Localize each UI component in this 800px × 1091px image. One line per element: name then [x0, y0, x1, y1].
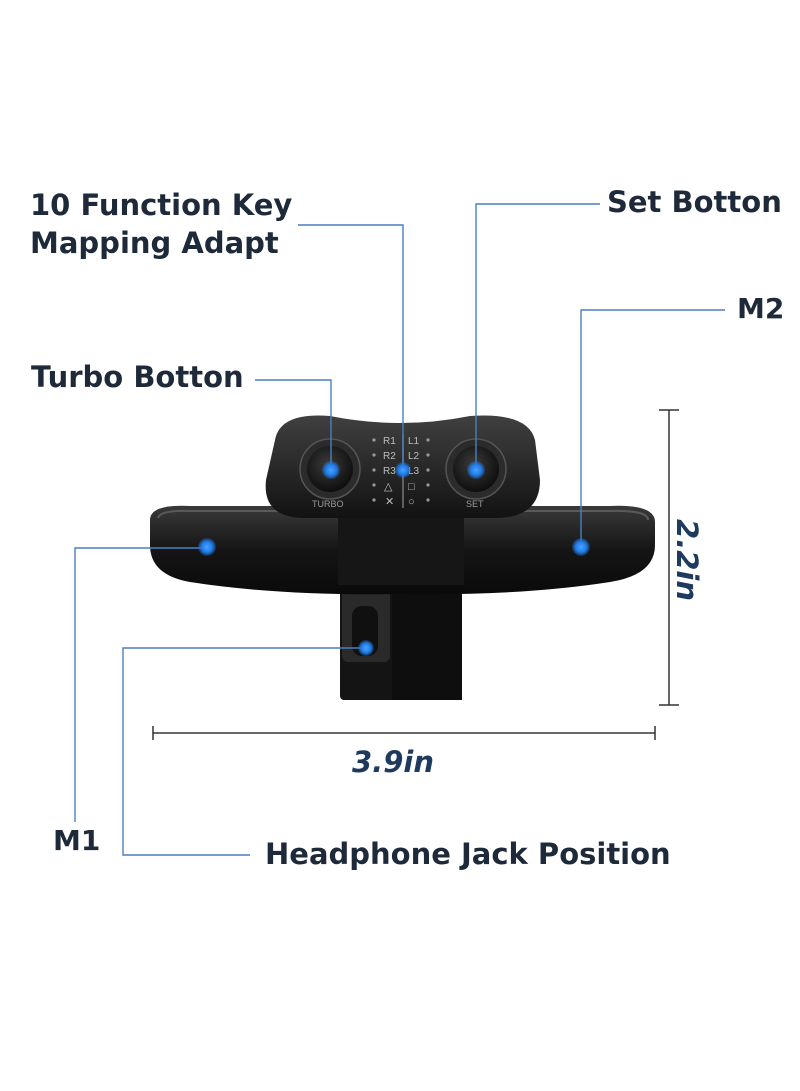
key-label-r2: R2 [383, 451, 396, 462]
width-label: 3.9in [352, 745, 434, 779]
function-key-line-2: Mapping Adapt [30, 226, 279, 260]
m2-label: M2 [737, 292, 785, 325]
circle-icon: ○ [408, 496, 415, 508]
dot-m2 [572, 538, 590, 556]
height-label: 2.2in [670, 519, 704, 601]
leader-turbo [255, 379, 332, 470]
turbo-text: TURBO [312, 499, 344, 509]
dot-m1 [198, 538, 216, 556]
dot-turbo [322, 461, 340, 479]
leader-m2 [580, 309, 725, 547]
dot-headphone [358, 640, 374, 656]
key-label-l2: L2 [408, 451, 420, 462]
leader-lines [74, 203, 725, 856]
key-label-r3: R3 [383, 466, 396, 477]
leader-function-key [298, 224, 404, 470]
key-label-l3: L3 [408, 466, 420, 477]
turbo-button-label: Turbo Botton [31, 360, 244, 394]
leader-m1 [74, 547, 207, 822]
leader-set-button [475, 203, 600, 470]
dot-set [467, 461, 485, 479]
square-icon: □ [408, 481, 415, 493]
set-text: SET [466, 499, 484, 509]
leader-headphone [122, 647, 366, 856]
dot-function-key [395, 462, 411, 478]
function-key-label: 10 Function Key Mapping Adapt [30, 186, 292, 262]
set-button-label: Set Botton [607, 185, 782, 219]
triangle-icon: △ [384, 481, 393, 493]
function-key-line-1: 10 Function Key [30, 188, 293, 222]
callout-dots [198, 461, 590, 656]
headphone-jack-label: Headphone Jack Position [265, 837, 671, 871]
cross-icon: ✕ [385, 496, 394, 508]
m1-label: M1 [53, 824, 101, 857]
key-label-r1: R1 [383, 436, 396, 447]
dimension-lines [152, 409, 679, 740]
key-label-l1: L1 [408, 436, 420, 447]
